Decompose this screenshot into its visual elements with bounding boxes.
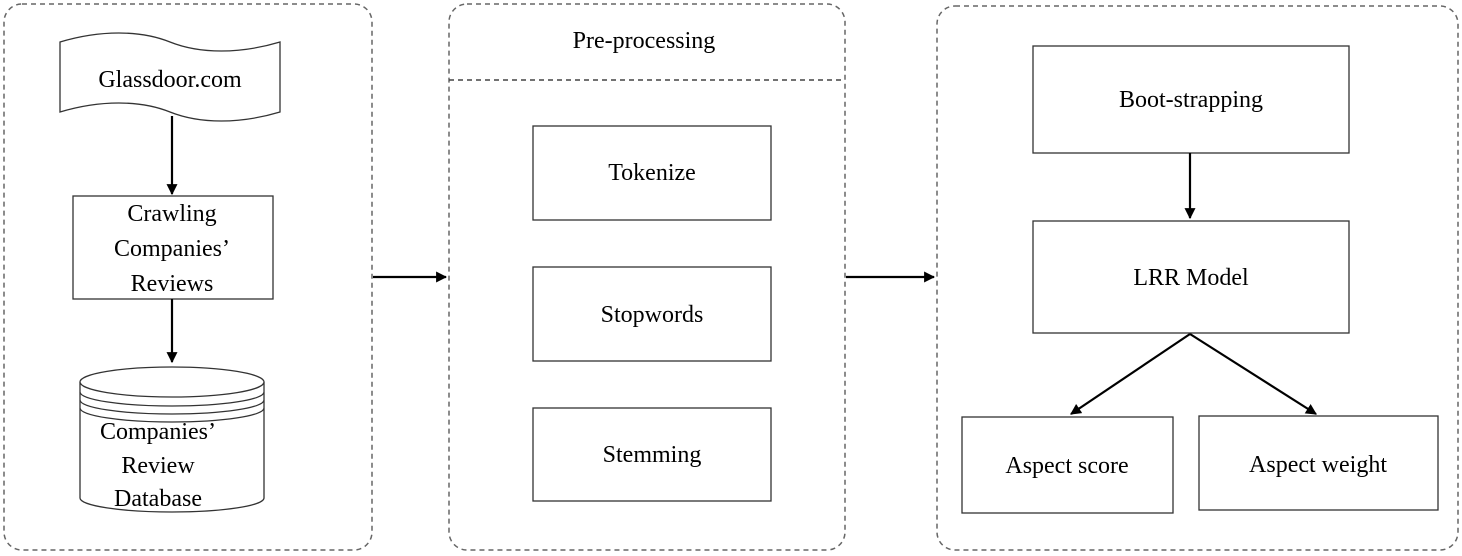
crawling-label-line-3: Reviews xyxy=(131,271,214,297)
tokenize-step: Tokenize xyxy=(532,125,772,221)
bootstrapping-node: Boot-strapping xyxy=(1032,45,1350,154)
database-label-line-1: Companies’ xyxy=(100,419,216,445)
crawling-node: Crawling Companies’ Reviews xyxy=(72,195,274,300)
model-panel xyxy=(936,5,1459,551)
crawling-label-line-1: Crawling xyxy=(127,201,216,227)
stemming-label: Stemming xyxy=(603,442,702,468)
preprocessing-title: Pre-processing xyxy=(573,28,716,54)
arrow-model-to-weight xyxy=(1189,333,1317,415)
stopwords-label: Stopwords xyxy=(601,302,704,328)
arrow-model-to-score xyxy=(1070,333,1191,415)
aspect-score-node: Aspect score xyxy=(961,416,1174,514)
aspect-score-label: Aspect score xyxy=(1005,453,1128,479)
database-label-line-3: Database xyxy=(114,486,202,512)
stemming-step: Stemming xyxy=(532,407,772,502)
stopwords-step: Stopwords xyxy=(532,266,772,362)
glassdoor-label: Glassdoor.com xyxy=(98,67,242,93)
data-collection-panel xyxy=(3,3,373,551)
lrr-model-label: LRR Model xyxy=(1133,265,1249,291)
database-node: Companies’ Review Database xyxy=(79,366,265,513)
glassdoor-source-node: Glassdoor.com xyxy=(59,32,281,122)
preprocessing-panel xyxy=(448,3,846,551)
aspect-weight-label: Aspect weight xyxy=(1249,452,1387,478)
database-label-line-2: Review xyxy=(121,453,195,479)
crawling-label-line-2: Companies’ xyxy=(114,236,230,262)
bootstrapping-label: Boot-strapping xyxy=(1119,87,1263,113)
tokenize-label: Tokenize xyxy=(608,160,696,186)
lrr-model-node: LRR Model xyxy=(1032,220,1350,334)
aspect-weight-node: Aspect weight xyxy=(1198,415,1439,511)
